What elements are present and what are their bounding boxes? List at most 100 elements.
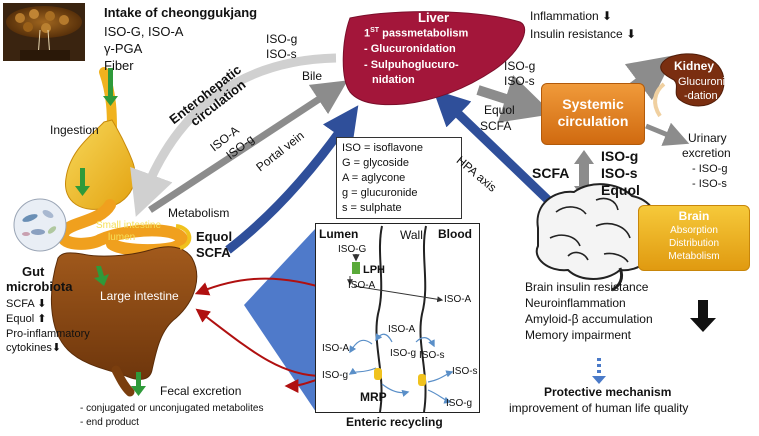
liver-effect-inflammation: Inflammation ⬇ — [530, 9, 613, 23]
legend-item: G = glycoside — [342, 157, 409, 169]
liver-systemic-arrow — [476, 75, 554, 123]
urinary-label-1: Urinary — [688, 131, 727, 145]
metabolism-arrow — [225, 105, 359, 254]
ingestion-label: Ingestion — [50, 123, 99, 137]
intake-item: Fiber — [104, 58, 134, 73]
down-arrow-icon: ⬇ — [51, 342, 62, 354]
gut-title-2: microbiota — [6, 279, 73, 294]
gut-item-equol: Equol ⬆ — [6, 313, 47, 325]
recycling-iso-A-blood: ISO-A — [444, 294, 472, 305]
brain-title: Brain — [678, 209, 710, 223]
brain-item: Metabolism — [668, 251, 720, 262]
liver-item: nidation — [372, 74, 415, 86]
liver-passmetabolism: 1ST passmetabolism — [364, 27, 469, 40]
brain-link-scfa: SCFA — [532, 165, 570, 181]
brain-info-box: Brain Absorption Distribution Metabolism — [638, 205, 750, 271]
green-flow-arrows — [75, 68, 146, 396]
protective-title: Protective mechanism — [544, 385, 672, 399]
liver-shape — [342, 11, 526, 106]
microbiota-icon — [13, 198, 67, 252]
liver-effect-insulin: Insulin resistance ⬇ — [530, 27, 637, 41]
brain-link-equol: Equol — [601, 182, 640, 198]
bile-label: Bile — [302, 69, 323, 83]
metabolism-cycle-arrow — [175, 224, 192, 250]
protective-dotted-arrow — [592, 358, 606, 384]
systemic-label-1: Systemic — [562, 96, 624, 112]
recycling-iso-G: ISO-G — [338, 244, 367, 255]
systemic-urinary-arrow — [645, 122, 690, 146]
recycling-iso-g-right: ISO-g — [446, 398, 473, 409]
down-arrow-icon: ⬇ — [602, 9, 613, 23]
legend-item: ISO = isoflavone — [342, 142, 424, 154]
gut-title-1: Gut — [22, 264, 45, 279]
recycling-lumen-label: Lumen — [319, 227, 359, 241]
recycling-iso-A-left: ISO-A — [322, 343, 350, 354]
legend-item: g = glucuronide — [342, 187, 418, 199]
recycling-shapes — [347, 225, 454, 413]
fecal-item: - conjugated or unconjugated metabolites — [80, 403, 264, 414]
brain-item: Distribution — [668, 238, 720, 249]
portal-vein-arrow — [148, 80, 348, 213]
intake-item: γ-PGA — [104, 41, 143, 56]
brain-effect: Brain insulin resistance — [525, 280, 649, 294]
bile-iso-g: ISO-g — [266, 32, 298, 46]
recycling-iso-s-right: ISO-s — [452, 366, 478, 377]
scfa-mid-label: SCFA — [480, 119, 512, 133]
small-intestine-label-2: lumen — [108, 232, 136, 243]
kidney-title: Kidney — [674, 59, 715, 73]
recycling-iso-g-mid: ISO-g — [390, 348, 417, 359]
recycling-blood-label: Blood — [438, 227, 472, 241]
red-arrow-upper — [194, 277, 331, 296]
brain-item: Absorption — [670, 225, 718, 236]
liver-item: - Sulpuhoglucuro- — [364, 59, 459, 71]
down-arrow-icon: ⬇ — [37, 298, 47, 310]
liver-systemic-iso-g: ISO-g — [504, 59, 536, 73]
recycling-iso-A-mid: ISO-A — [388, 324, 416, 335]
liver-title: Liver — [418, 10, 450, 25]
brain-effect: Amyloid-β accumulation — [525, 312, 653, 326]
systemic-circulation-box: Systemic circulation — [541, 83, 645, 145]
legend-item: s = sulphate — [342, 202, 402, 214]
gut-item-cytokines: cytokines⬇ — [6, 342, 62, 354]
protective-subtitle: improvement of human life quality — [509, 401, 689, 415]
fecal-item: - end product — [80, 417, 139, 428]
brain-link-iso-g: ISO-g — [601, 148, 639, 164]
brain-effect: Neuroinflammation — [525, 296, 626, 310]
recycling-title: Enteric recycling — [346, 415, 443, 429]
liver-systemic-iso-s: ISO-s — [504, 74, 535, 88]
bile-arrow — [130, 53, 337, 217]
kidney-line-1: Glucuroni — [678, 76, 726, 88]
red-arrow-lower — [195, 308, 323, 377]
up-arrow-icon: ⬆ — [37, 313, 47, 325]
brain-link-iso-s: ISO-s — [601, 165, 638, 181]
down-arrow-icon: ⬇ — [626, 27, 637, 41]
brain-effect: Memory impairment — [525, 328, 632, 342]
urinary-item: - ISO-s — [692, 178, 727, 190]
kidney-shape — [653, 53, 725, 118]
gut-item-scfa: SCFA ⬇ — [6, 298, 47, 310]
kidney-line-2: -dation — [684, 90, 718, 102]
metabolism-label: Metabolism — [168, 206, 230, 220]
enteric-recycling-panel: Lumen Wall Blood ISO-G LPH ISO-A ISO-A I… — [315, 223, 480, 413]
zoom-wedge — [244, 228, 316, 412]
recycling-iso-A-lumen: ISO-A — [348, 280, 376, 291]
intake-item: ISO-G, ISO-A — [104, 24, 184, 39]
fecal-title: Fecal excretion — [160, 384, 242, 398]
large-intestine-label: Large intestine — [100, 289, 179, 303]
gut-item-proinflammatory: Pro-inflammatory — [6, 328, 90, 340]
recycling-iso-s-mid: ISO-s — [419, 350, 445, 361]
equol-left-label: Equol — [196, 229, 233, 244]
recycling-lph-label: LPH — [363, 264, 385, 276]
recycling-iso-g-left: ISO-g — [322, 370, 349, 381]
abbreviation-legend: ISO = isoflavone G = glycoside A = aglyc… — [336, 137, 462, 219]
bile-iso-s: ISO-s — [266, 47, 297, 61]
recycling-wall-label: Wall — [400, 228, 423, 242]
systemic-label-2: circulation — [557, 113, 629, 129]
large-intestine-shape — [51, 246, 198, 380]
scfa-left-label: SCFA — [196, 245, 231, 260]
effects-down-arrow — [690, 300, 716, 332]
hpa-axis-arrow — [433, 89, 552, 204]
equol-mid-label: Equol — [484, 103, 515, 117]
